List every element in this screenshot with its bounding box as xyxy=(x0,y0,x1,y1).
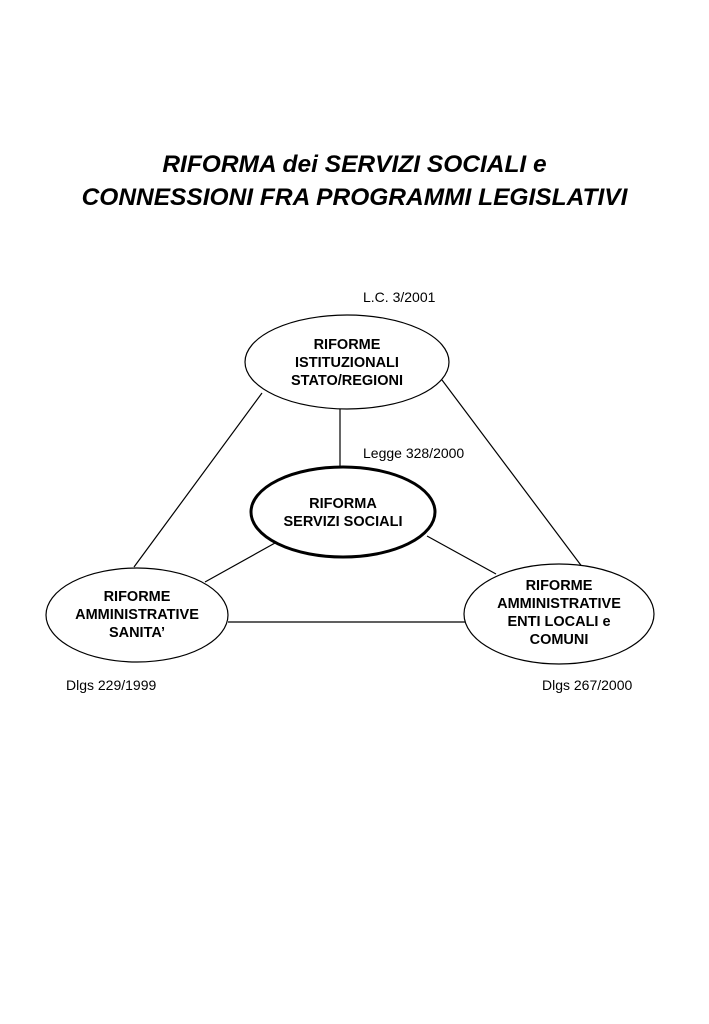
page-title: RIFORMA dei SERVIZI SOCIALI e CONNESSION… xyxy=(0,148,709,214)
node-servizi-label: RIFORMA SERVIZI SOCIALI xyxy=(283,496,403,530)
node-istituzionali-label: RIFORME ISTITUZIONALI STATO/REGIONI xyxy=(291,337,403,389)
edge-istituzionali-enti xyxy=(441,379,584,569)
node-servizi-ellipse xyxy=(249,465,437,559)
edge-servizi-enti xyxy=(426,535,497,575)
node-enti-label: RIFORME AMMINISTRATIVE ENTI LOCALI e COM… xyxy=(497,578,621,648)
node-enti-ellipse xyxy=(463,563,655,665)
title-line-1: RIFORMA dei SERVIZI SOCIALI e xyxy=(162,151,547,178)
edge-servizi-sanita xyxy=(204,542,276,583)
law-label-servizi: Legge 328/2000 xyxy=(363,445,465,461)
node-sanita-label: RIFORME AMMINISTRATIVE SANITA’ xyxy=(75,589,199,641)
edge-istituzionali-sanita xyxy=(133,392,263,568)
law-label-sanita: Dlgs 229/1999 xyxy=(66,677,157,693)
node-istituzionali-ellipse xyxy=(244,314,450,410)
node-sanita-ellipse xyxy=(45,567,229,663)
law-label-enti: Dlgs 267/2000 xyxy=(542,677,633,693)
law-label-istituzionali: L.C. 3/2001 xyxy=(363,289,436,305)
title-line-2: CONNESSIONI FRA PROGRAMMI LEGISLATIVI xyxy=(81,184,628,211)
